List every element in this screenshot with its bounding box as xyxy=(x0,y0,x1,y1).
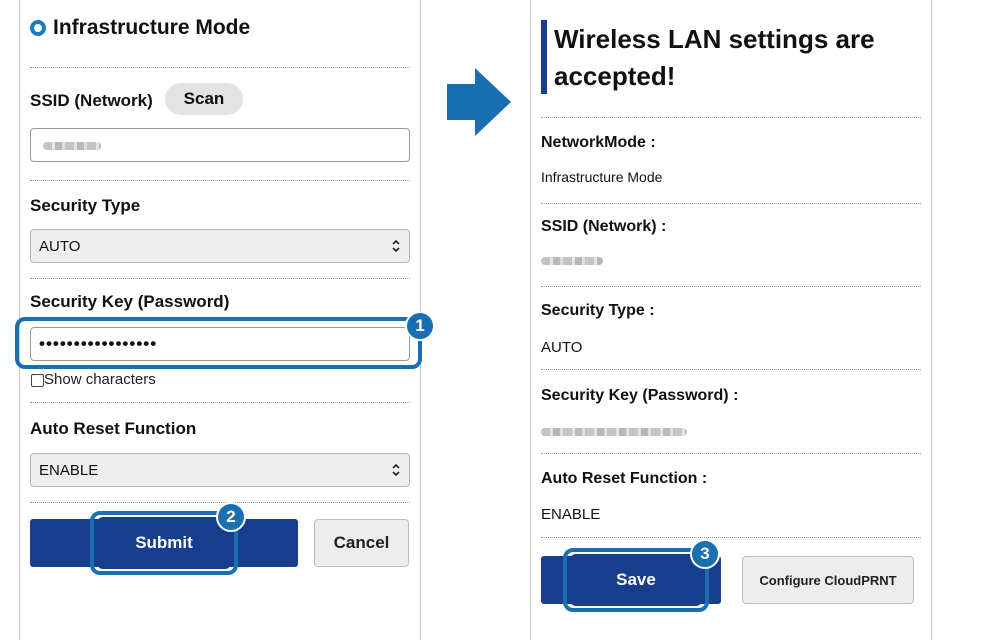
divider xyxy=(30,67,410,68)
security-type-label: Security Type xyxy=(30,196,141,215)
auto-reset-result-value: ENABLE xyxy=(541,506,601,523)
mode-label: Infrastructure Mode xyxy=(53,16,251,39)
ssid-redacted xyxy=(43,142,101,150)
save-button[interactable]: Save xyxy=(570,554,702,606)
divider xyxy=(541,117,921,118)
submit-button[interactable]: Submit xyxy=(97,517,231,569)
step-2-highlight xyxy=(90,511,238,575)
divider xyxy=(30,278,410,279)
select-arrows-icon xyxy=(392,463,400,477)
step-2-badge: 2 xyxy=(216,502,246,532)
divider xyxy=(30,402,410,403)
security-type-result-value: AUTO xyxy=(541,339,583,356)
ssid-redacted xyxy=(541,257,603,265)
security-key-redacted xyxy=(541,428,687,436)
auto-reset-label: Auto Reset Function xyxy=(30,419,197,438)
cancel-button[interactable]: Cancel xyxy=(314,519,409,567)
divider xyxy=(30,180,410,181)
ssid-input[interactable] xyxy=(30,128,410,162)
select-arrows-icon xyxy=(392,239,400,253)
security-type-value: AUTO xyxy=(39,238,81,255)
configure-cloudprnt-button[interactable]: Configure CloudPRNT xyxy=(742,556,914,604)
step-1-highlight xyxy=(15,317,422,369)
right-arrow-icon xyxy=(447,68,511,136)
ssid-label: SSID (Network) xyxy=(30,91,153,110)
security-key-result-label: Security Key (Password) : xyxy=(541,387,739,404)
show-characters-checkbox[interactable] xyxy=(31,374,44,387)
network-mode-label: NetworkMode : xyxy=(541,134,656,151)
show-characters-label[interactable]: Show characters xyxy=(44,371,156,388)
security-type-result-label: Security Type : xyxy=(541,302,655,319)
divider xyxy=(30,502,410,503)
infrastructure-mode-option[interactable]: Infrastructure Mode xyxy=(30,16,250,40)
result-panel: Wireless LAN settings are accepted! Netw… xyxy=(530,0,932,640)
step-3-badge: 3 xyxy=(690,539,720,569)
divider xyxy=(541,286,921,287)
scan-button[interactable]: Scan xyxy=(165,83,243,115)
divider xyxy=(541,203,921,204)
auto-reset-select[interactable]: ENABLE xyxy=(30,453,410,487)
network-mode-value: Infrastructure Mode xyxy=(541,169,663,185)
step-1-badge: 1 xyxy=(405,311,435,341)
result-title: Wireless LAN settings are accepted! xyxy=(554,24,875,91)
step-3-highlight xyxy=(563,548,709,612)
security-key-input[interactable]: ••••••••••••••••• xyxy=(30,327,410,361)
security-type-select[interactable]: AUTO xyxy=(30,229,410,263)
ssid-result-label: SSID (Network) : xyxy=(541,218,667,235)
settings-form-panel: Infrastructure Mode SSID (Network) Scan … xyxy=(15,0,435,640)
radio-selected-icon[interactable] xyxy=(30,20,46,36)
divider xyxy=(541,369,921,370)
security-key-label: Security Key (Password) xyxy=(30,292,230,311)
title-accent-bar xyxy=(541,20,547,94)
auto-reset-result-label: Auto Reset Function : xyxy=(541,470,708,487)
auto-reset-value: ENABLE xyxy=(39,462,99,479)
divider xyxy=(541,453,921,454)
divider xyxy=(541,537,921,538)
password-mask: ••••••••••••••••• xyxy=(39,334,158,353)
